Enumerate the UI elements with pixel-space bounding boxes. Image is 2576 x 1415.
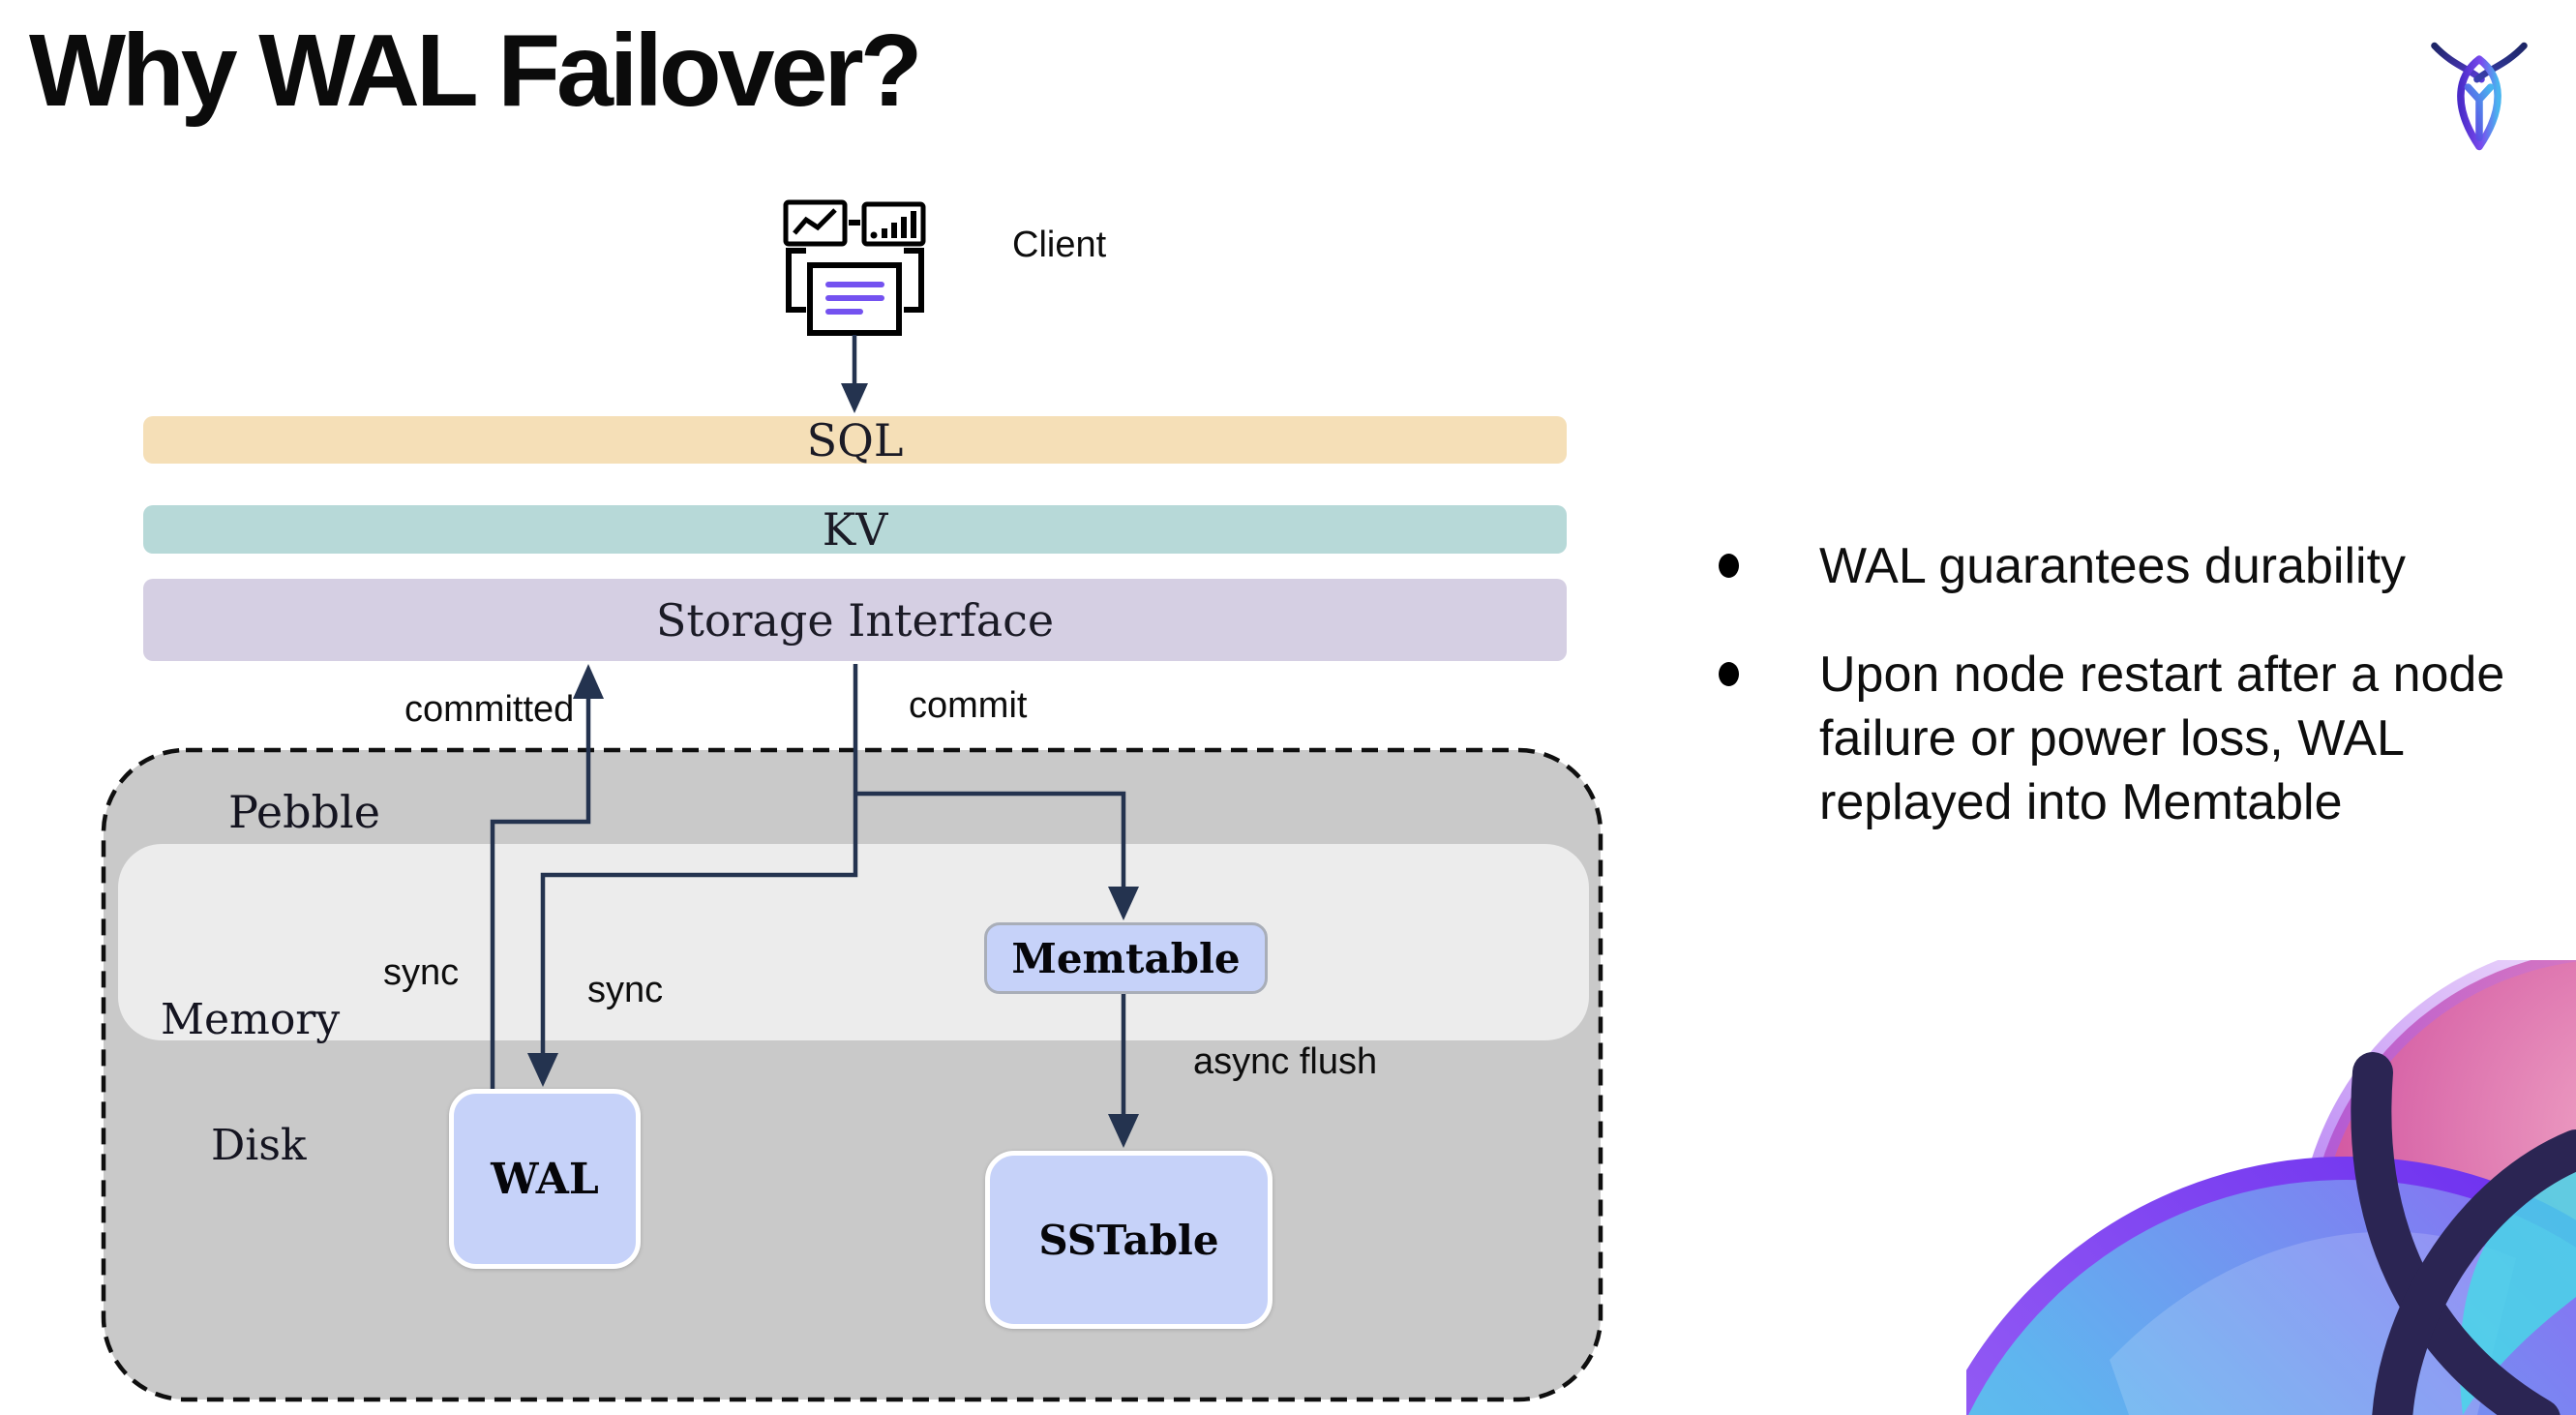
memtable-to-sstable-arrow <box>1108 989 1139 1148</box>
wal-box-label: WAL <box>491 1154 599 1204</box>
right-bracket <box>904 248 924 313</box>
memtable-box-label: Memtable <box>1011 934 1241 982</box>
storage-interface-layer-bar: Storage Interface <box>143 579 1567 661</box>
commit-sync-wal-arrow <box>527 664 858 1087</box>
art-navy-bands <box>2351 1052 2576 1415</box>
kv-layer-label: KV <box>822 503 888 556</box>
committed-arrow <box>490 664 604 1089</box>
slide-title: Why WAL Failover? <box>29 14 922 128</box>
sstable-box: SSTable <box>985 1151 1273 1329</box>
cockroachdb-logo <box>2431 42 2528 151</box>
wal-box: WAL <box>449 1089 641 1269</box>
logo-stem-icon <box>2464 83 2495 141</box>
bullet-list: WAL guarantees durability Upon node rest… <box>1711 534 2543 879</box>
commit-edge-label: commit <box>909 685 1028 726</box>
kv-layer-bar: KV <box>143 503 1567 556</box>
disk-label: Disk <box>211 1121 307 1170</box>
document-text-lines <box>825 282 884 315</box>
sstable-box-label: SSTable <box>1038 1216 1219 1264</box>
sql-layer-bar: SQL <box>143 413 1567 467</box>
bullet-item: Upon node restart after a node failure o… <box>1711 643 2543 834</box>
commit-to-memtable-arrow <box>855 791 1139 920</box>
client-dashboard-icon <box>783 199 926 336</box>
logo-body-icon <box>2457 55 2501 151</box>
art-cyan-leaf <box>2459 1161 2576 1415</box>
memtable-box: Memtable <box>984 922 1268 994</box>
bullet-item: WAL guarantees durability <box>1711 534 2543 598</box>
pebble-label: Pebble <box>228 786 380 838</box>
logo-right-antenna-icon <box>2473 42 2528 83</box>
diagram-arrows <box>490 335 1139 1148</box>
memory-label: Memory <box>161 995 341 1044</box>
sync-wal-edge-label: sync <box>383 952 460 993</box>
storage-interface-label: Storage Interface <box>655 593 1055 647</box>
client-label: Client <box>1012 225 1107 265</box>
sql-layer-label: SQL <box>806 413 904 467</box>
left-bracket <box>786 248 806 313</box>
corner-art-decoration <box>1966 960 2576 1415</box>
client-to-sql-arrow <box>841 335 868 413</box>
line-chart-stroke <box>793 208 837 235</box>
async-flush-edge-label: async flush <box>1193 1041 1378 1082</box>
bar-chart-bars <box>870 211 916 239</box>
committed-edge-label: committed <box>404 689 575 730</box>
sync-commit-edge-label: sync <box>587 970 664 1010</box>
